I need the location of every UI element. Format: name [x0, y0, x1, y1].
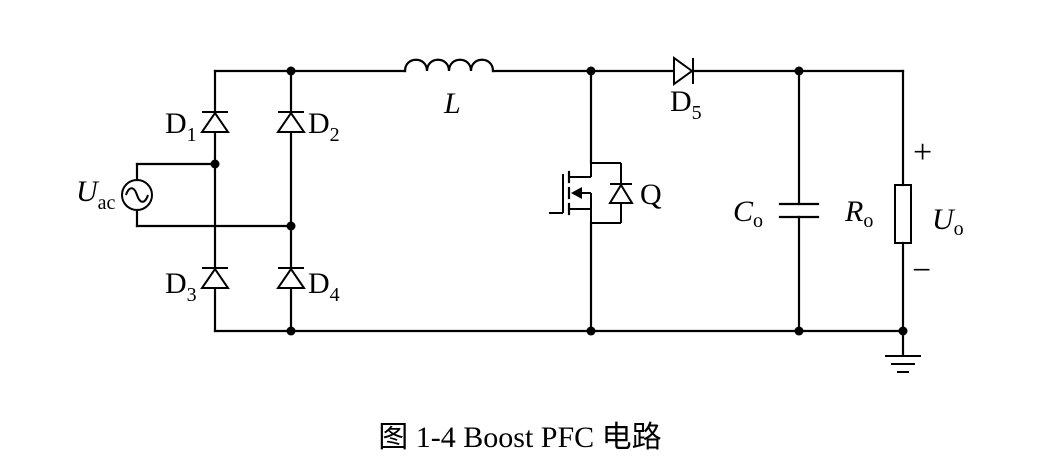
resistor-symbol — [894, 184, 912, 244]
label-output-voltage: Uo — [932, 203, 964, 240]
label-d5: D5 — [670, 85, 702, 124]
label-d4: D4 — [308, 267, 340, 306]
diode-d3-symbol — [200, 267, 230, 289]
diode-d4-symbol — [276, 267, 306, 289]
output-minus-sign: − — [912, 252, 931, 289]
wires — [135, 69, 905, 357]
label-switch-q: Q — [640, 178, 662, 211]
label-d2: D2 — [308, 107, 340, 146]
diode-d1-symbol — [200, 111, 230, 133]
junction-dots — [210, 66, 908, 336]
ac-source-symbol — [121, 179, 153, 211]
output-plus-sign: + — [913, 134, 932, 171]
label-d1: D1 — [165, 107, 197, 146]
inductor-symbol — [403, 58, 495, 73]
capacitor-symbol — [778, 202, 820, 219]
diode-d2-symbol — [276, 111, 306, 133]
diode-d5-symbol — [673, 56, 694, 86]
ground-symbol — [885, 355, 921, 373]
label-ac-source: Uac — [76, 175, 116, 214]
label-capacitor: Co — [733, 195, 763, 232]
mosfet-q-symbol — [549, 162, 634, 224]
label-resistor: Ro — [844, 195, 873, 232]
label-inductor: L — [443, 87, 461, 120]
label-d3: D3 — [165, 267, 197, 306]
figure-caption: 图 1-4 Boost PFC 电路 — [378, 421, 661, 454]
